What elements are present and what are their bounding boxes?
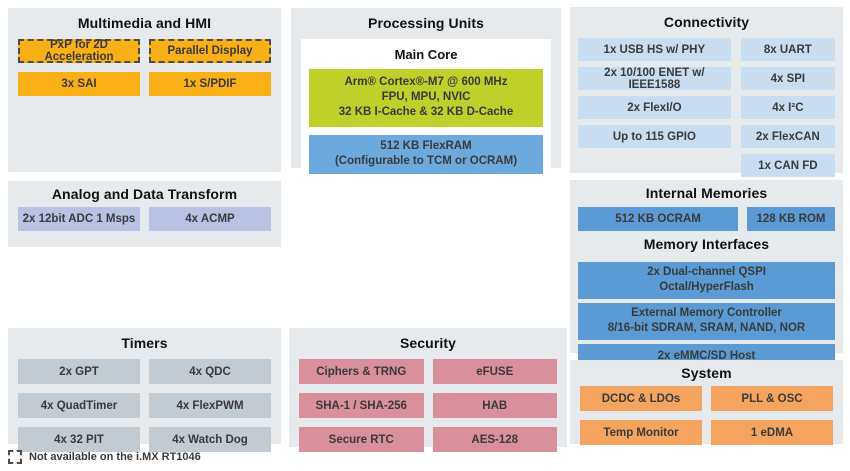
block-gpio: Up to 115 GPIO (578, 125, 731, 148)
main-core-title: Main Core (394, 47, 458, 62)
block-can-fd: 1x CAN FD (740, 154, 835, 177)
block-cortex-m7-core: Arm® Cortex®-M7 @ 600 MHz FPU, MPU, NVIC… (309, 69, 543, 127)
block-dcdc-ldos: DCDC & LDOs (580, 386, 702, 411)
block-edma: 1 eDMA (711, 420, 833, 445)
block-aes-128: AES-128 (432, 427, 557, 452)
block-i2c: 4x I²C (740, 96, 835, 119)
block-external-memory-controller: External Memory Controller 8/16-bit SDRA… (578, 302, 835, 340)
block-uart: 8x UART (740, 38, 835, 61)
block-rom: 128 KB ROM (747, 207, 835, 231)
block-hab: HAB (432, 393, 557, 418)
block-usb-hs-phy: 1x USB HS w/ PHY (578, 38, 731, 61)
block-sha: SHA-1 / SHA-256 (299, 393, 424, 418)
section-processing-units: Processing Units Main Core Arm® Cortex®-… (291, 8, 561, 184)
block-spdif: 1x S/PDIF (149, 72, 271, 96)
block-qspi-hyperflash: 2x Dual-channel QSPI Octal/HyperFlash (578, 262, 835, 299)
block-secure-rtc: Secure RTC (299, 427, 424, 452)
section-title: Multimedia and HMI (77, 15, 212, 31)
section-title-internal-memories: Internal Memories (645, 185, 768, 201)
section-title: Processing Units (368, 15, 484, 31)
block-pll-osc: PLL & OSC (711, 386, 833, 411)
legend: Not available on the i.MX RT1046 (8, 450, 201, 464)
section-connectivity: Connectivity 1x USB HS w/ PHY 8x UART 2x… (570, 7, 843, 177)
legend-note: Not available on the i.MX RT1046 (29, 451, 201, 463)
block-adc: 2x 12bit ADC 1 Msps (18, 207, 140, 231)
section-memories: Internal Memories 512 KB OCRAM 128 KB RO… (570, 180, 843, 368)
section-system: System DCDC & LDOs PLL & OSC Temp Monito… (570, 360, 843, 445)
block-flexpwm: 4x FlexPWM (149, 393, 271, 418)
section-timers: Timers 2x GPT 4x QDC 4x QuadTimer 4x Fle… (8, 328, 281, 452)
section-title: Analog and Data Transform (51, 186, 238, 202)
section-title: System (681, 365, 732, 381)
block-acmp: 4x ACMP (149, 207, 271, 231)
main-core-box: Main Core Arm® Cortex®-M7 @ 600 MHz FPU,… (301, 39, 551, 184)
block-gpt: 2x GPT (18, 359, 140, 384)
block-sai: 3x SAI (18, 72, 140, 96)
block-ciphers-trng: Ciphers & TRNG (299, 359, 424, 384)
block-ocram: 512 KB OCRAM (578, 207, 739, 231)
section-title: Security (399, 335, 457, 351)
block-efuse: eFUSE (432, 359, 557, 384)
section-multimedia-hmi: Multimedia and HMI PxP for 2D Accelerati… (8, 8, 281, 172)
section-title-memory-interfaces: Memory Interfaces (643, 236, 770, 252)
dashed-box-icon (8, 450, 22, 464)
block-flexio: 2x FlexI/O (578, 96, 731, 119)
section-security: Security Ciphers & TRNG eFUSE SHA-1 / SH… (289, 328, 567, 452)
block-qdc: 4x QDC (149, 359, 271, 384)
block-spi: 4x SPI (740, 67, 835, 90)
section-analog-data-transform: Analog and Data Transform 2x 12bit ADC 1… (8, 181, 281, 247)
block-parallel-display: Parallel Display (149, 39, 271, 63)
block-watch-dog: 4x Watch Dog (149, 427, 271, 452)
block-flexcan: 2x FlexCAN (740, 125, 835, 148)
section-title: Timers (121, 335, 168, 351)
block-flexram: 512 KB FlexRAM (Configurable to TCM or O… (309, 134, 543, 174)
section-title: Connectivity (663, 14, 750, 30)
block-temp-monitor: Temp Monitor (580, 420, 702, 445)
block-32-pit: 4x 32 PIT (18, 427, 140, 452)
block-quadtimer: 4x QuadTimer (18, 393, 140, 418)
block-pxp-2d-acceleration: PxP for 2D Acceleration (18, 39, 140, 63)
block-enet-ieee1588: 2x 10/100 ENET w/ IEEE1588 (578, 67, 731, 91)
